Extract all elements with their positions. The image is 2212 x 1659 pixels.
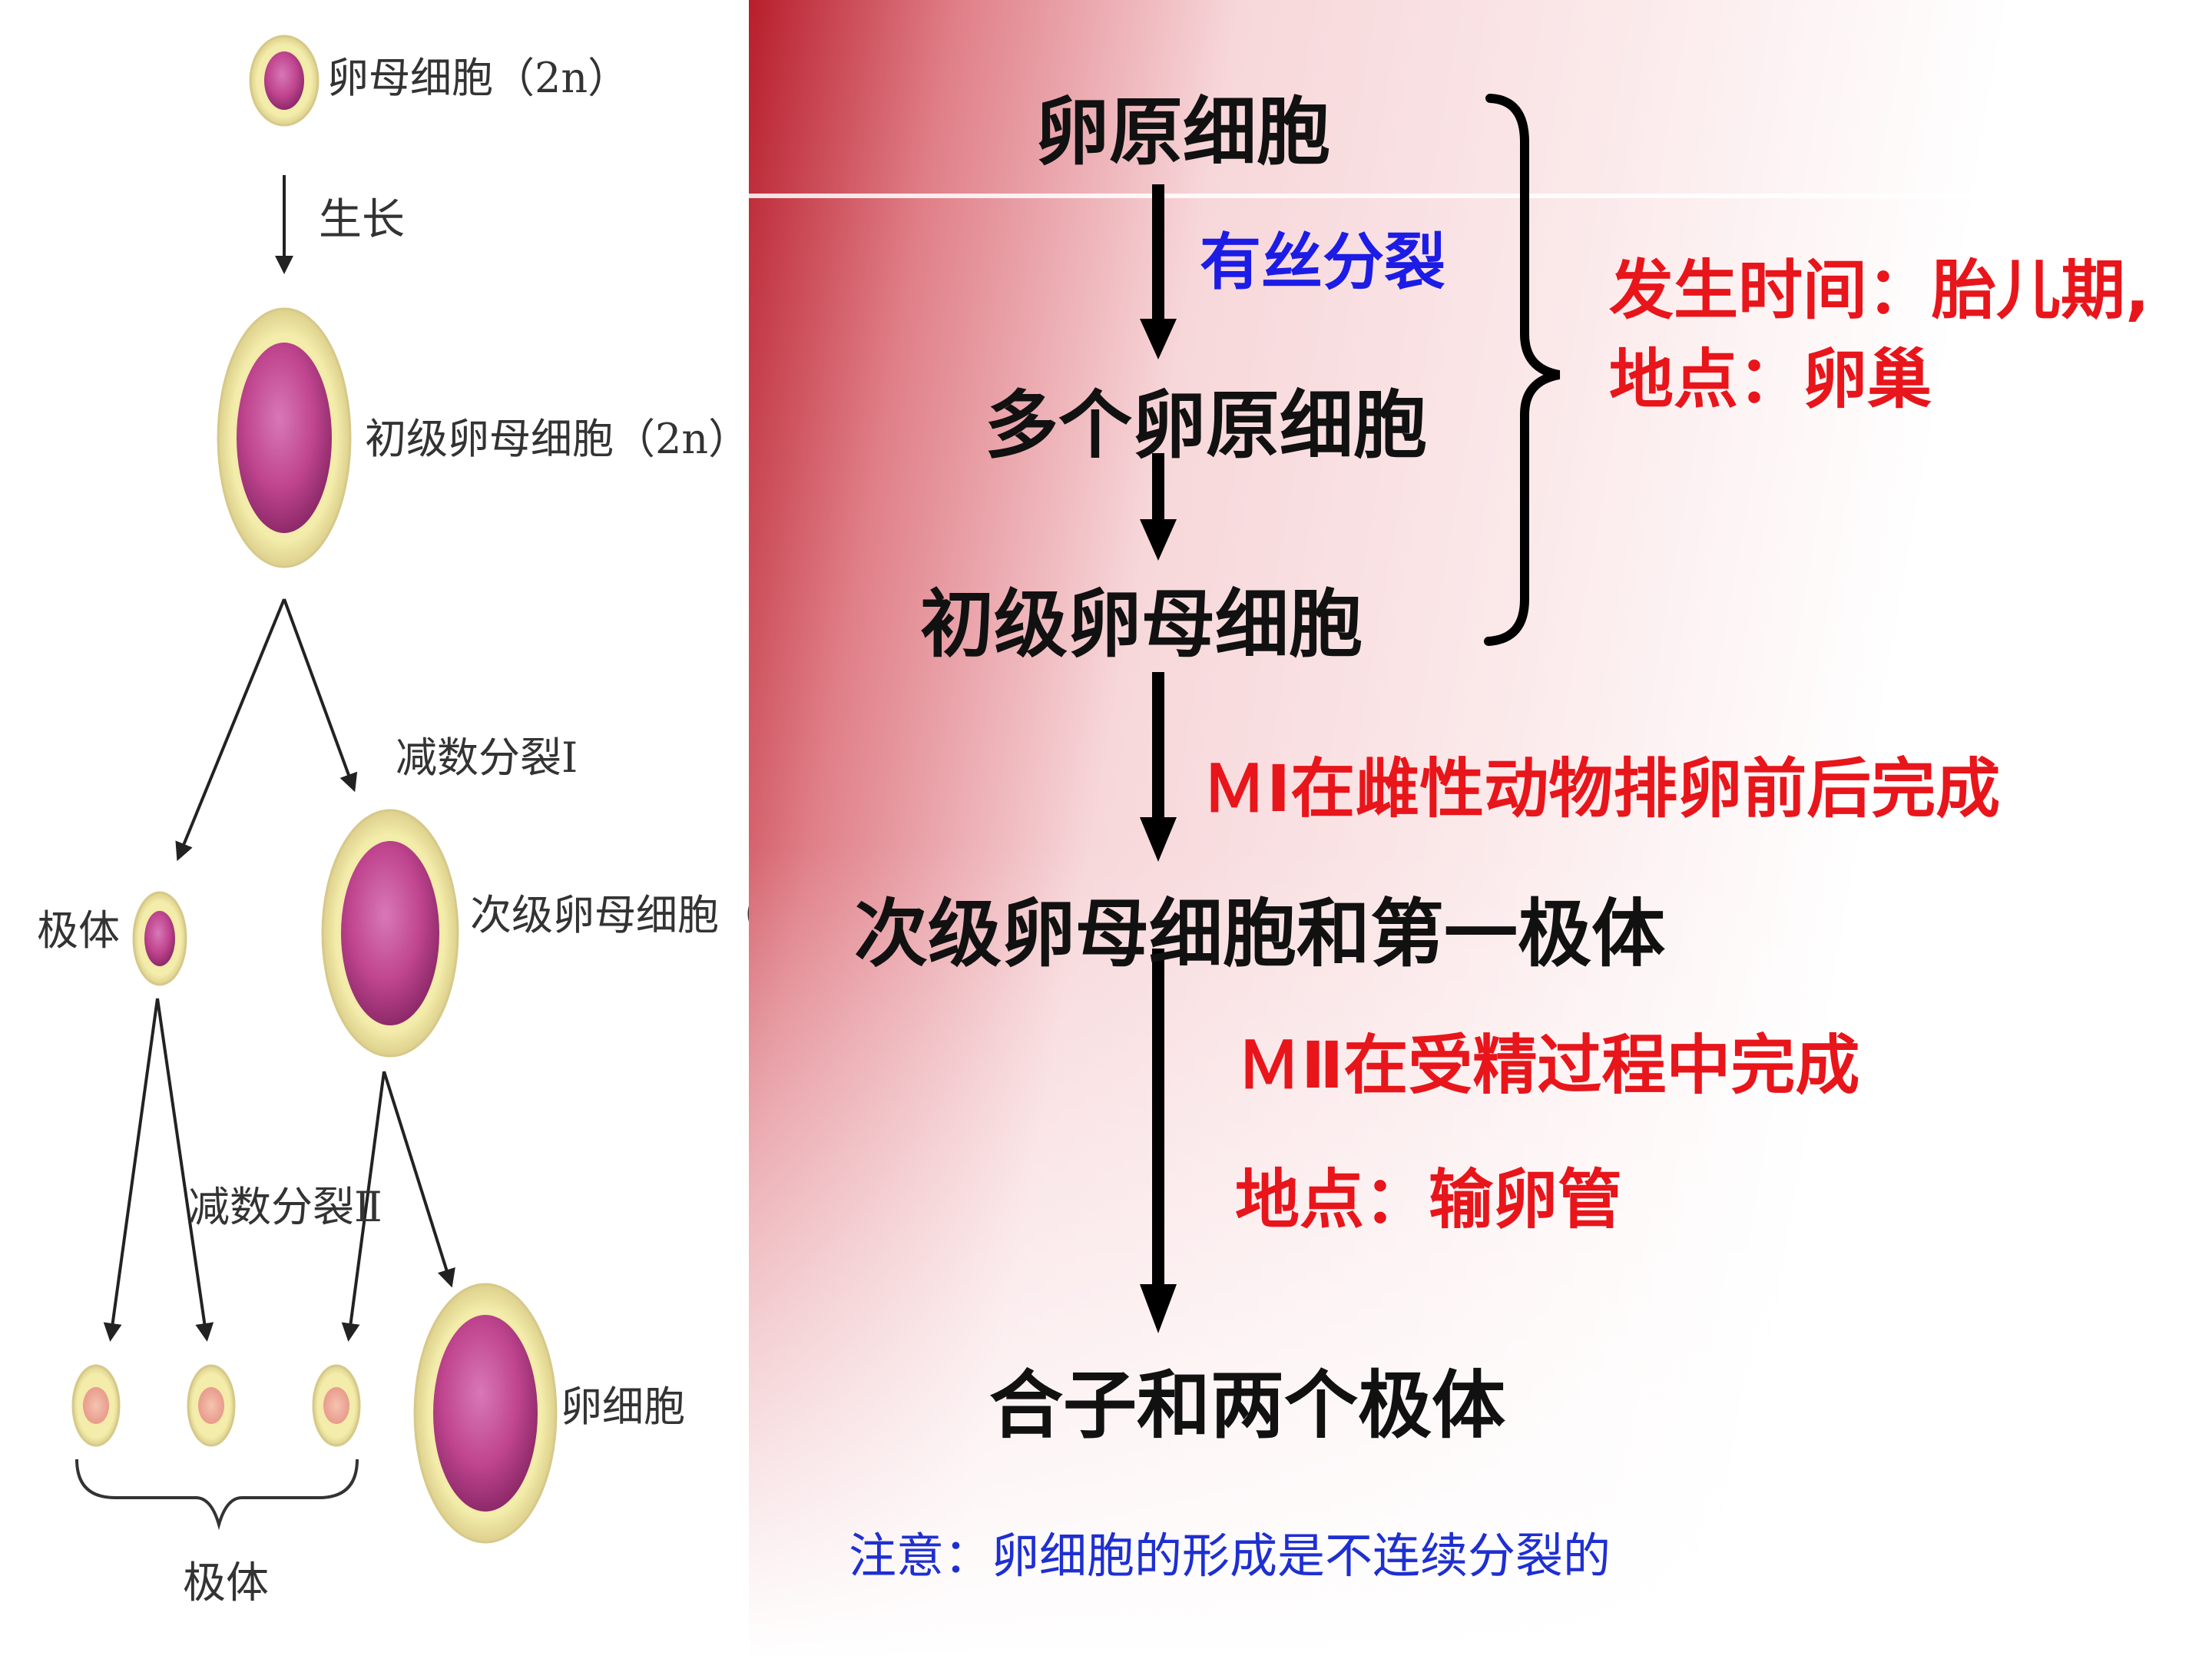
m2-arrow-2 xyxy=(156,998,214,1342)
oogenesis-diagram: 卵母细胞（2n） 生长 初级卵母细胞（2n） 减数分裂Ⅰ 极体 次级卵母细胞（n… xyxy=(37,35,749,1608)
polar-body-1 xyxy=(71,1364,121,1447)
polar-body-2 xyxy=(187,1364,236,1447)
polar-bodies-label: 极体 xyxy=(183,1558,269,1608)
meiosis2-label: 减数分裂Ⅱ xyxy=(188,1183,382,1231)
step-oogonium: 卵原细胞 xyxy=(1035,89,1330,175)
oogonium-cell xyxy=(249,35,320,127)
oogonium-label: 卵母细胞（2n） xyxy=(327,54,629,102)
division-arrow-left xyxy=(175,598,286,862)
background-gradient xyxy=(749,0,2212,1659)
bracket-note-time: 发生时间：胎儿期, xyxy=(1609,253,2150,328)
brace xyxy=(1484,94,1561,646)
m2-arrow-4 xyxy=(382,1071,455,1288)
arrow-1-head xyxy=(1140,319,1177,359)
mitosis-label: 有丝分裂 xyxy=(1200,227,1445,298)
egg-label: 卵细胞 xyxy=(561,1382,685,1431)
background-highlight-line xyxy=(749,194,2212,198)
arrow-3-head xyxy=(1140,817,1177,862)
meiosis2-note: ＭⅡ在受精过程中完成 xyxy=(1237,1028,1860,1103)
primary-oocyte-cell xyxy=(217,307,352,568)
meiosis2-place: 地点：输卵管 xyxy=(1235,1162,1623,1237)
secondary-oocyte-cell xyxy=(321,809,459,1058)
growth-label: 生长 xyxy=(319,195,405,245)
primary-oocyte-label: 初级卵母细胞（2n） xyxy=(365,415,749,463)
flow-graphics xyxy=(1140,94,1561,1333)
step-secondary-oocyte: 次级卵母细胞和第一极体 xyxy=(854,891,1665,977)
m2-arrow-1 xyxy=(103,998,159,1342)
step-zygote: 合子和两个极体 xyxy=(989,1363,1505,1449)
meiosis1-label: 减数分裂Ⅰ xyxy=(396,733,578,782)
m2-arrow-3 xyxy=(341,1071,386,1342)
polar-bodies-brace xyxy=(75,1459,359,1531)
arrow-2-head xyxy=(1140,519,1177,561)
note-text: 注意：卵细胞的形成是不连续分裂的 xyxy=(849,1528,1611,1584)
division-arrow-right xyxy=(283,598,358,793)
step-primary-oocyte: 初级卵母细胞 xyxy=(920,581,1363,667)
secondary-oocyte-label: 次级卵母细胞（n） xyxy=(470,891,749,939)
step-multiple-oogonia: 多个卵原细胞 xyxy=(985,382,1427,469)
polar-body-3 xyxy=(312,1364,361,1447)
arrow-4-head xyxy=(1140,1284,1177,1333)
polar-body-label: 极体 xyxy=(37,906,120,955)
meiosis1-note: ＭⅠ在雌性动物排卵前后完成 xyxy=(1202,751,2001,826)
first-polar-body-cell xyxy=(132,891,187,986)
egg-cell xyxy=(413,1283,558,1544)
bracket-note-place: 地点：卵巢 xyxy=(1609,342,1932,417)
